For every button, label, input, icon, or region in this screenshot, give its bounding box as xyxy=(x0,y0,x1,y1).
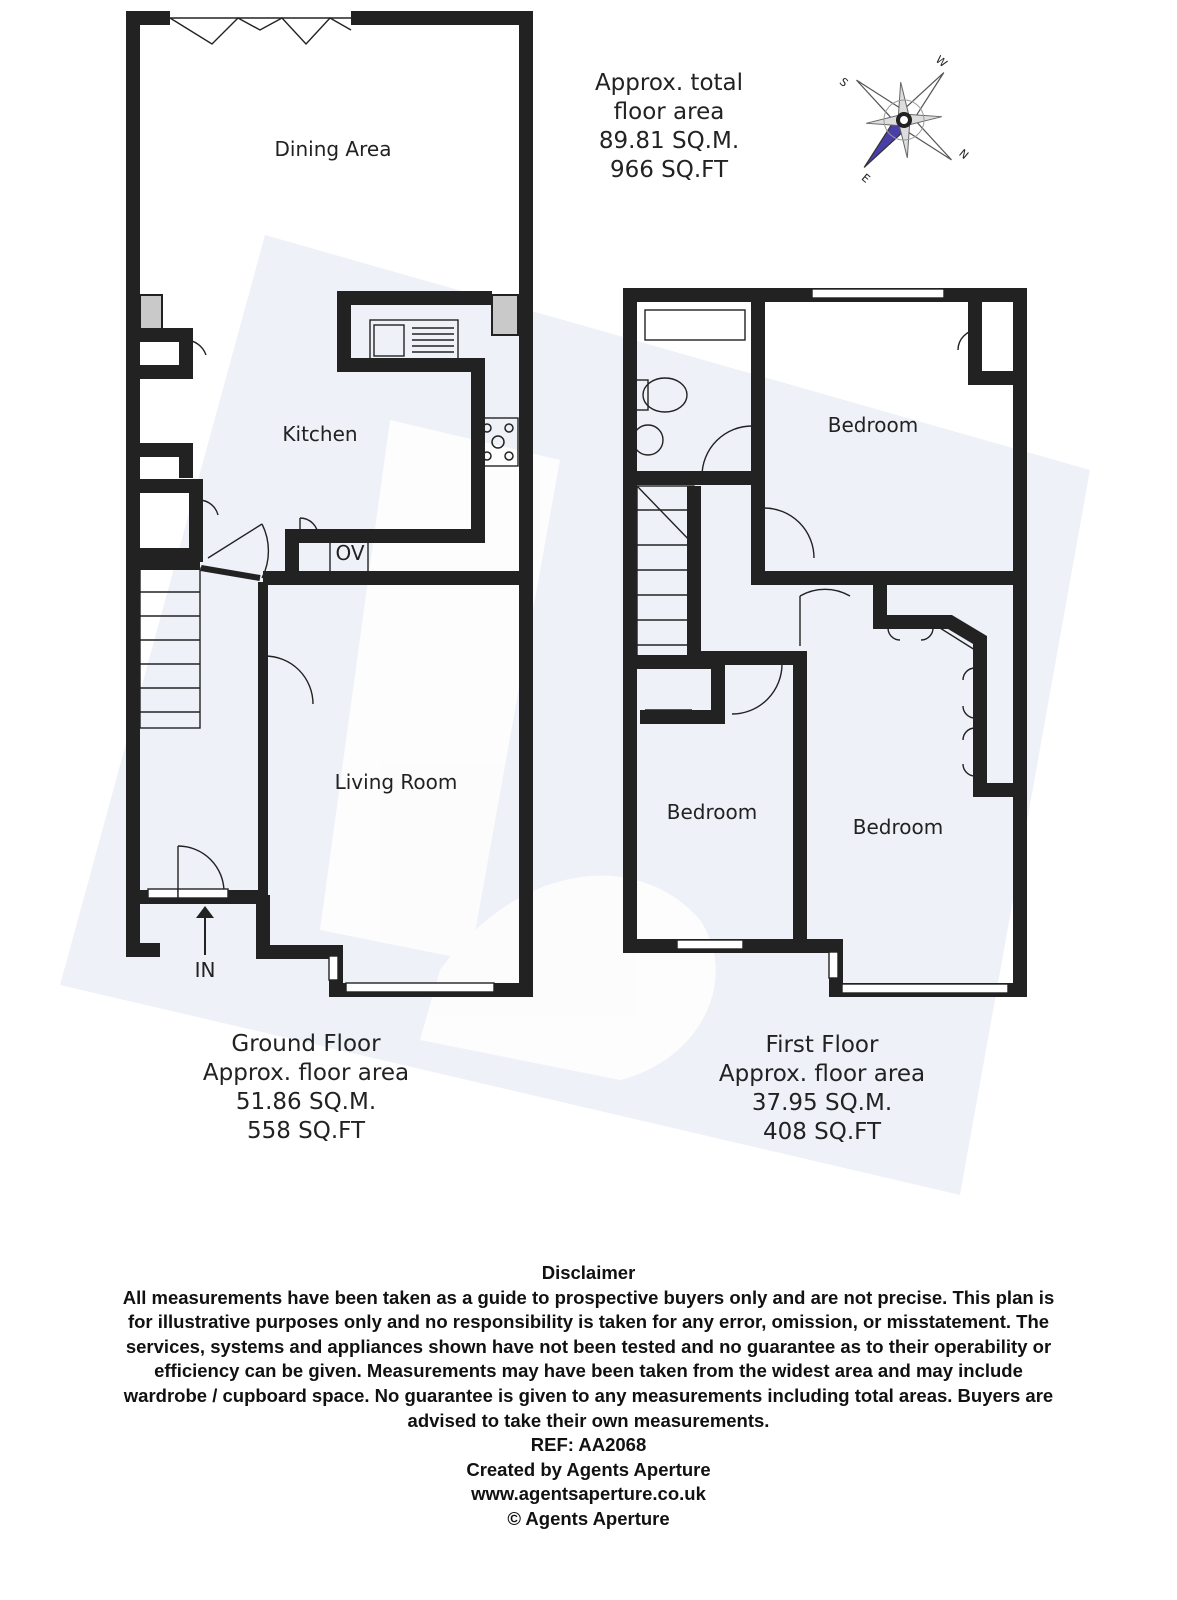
svg-text:51.86 SQ.M.: 51.86 SQ.M. xyxy=(236,1089,376,1115)
disclaimer-line: wardrobe / cupboard space. No guarantee … xyxy=(123,1384,1054,1406)
watermark-logo-inner xyxy=(320,420,716,1080)
disclaimer-line: advised to take their own measurements. xyxy=(407,1409,770,1431)
svg-text:floor area: floor area xyxy=(614,99,725,125)
svg-text:Ground Floor: Ground Floor xyxy=(231,1031,381,1057)
svg-text:558 SQ.FT: 558 SQ.FT xyxy=(247,1118,366,1144)
svg-text:966 SQ.FT: 966 SQ.FT xyxy=(610,157,729,183)
compass-icon: W N E S xyxy=(837,53,971,185)
disclaimer: Disclaimer All measurements have been ta… xyxy=(20,1261,1157,1532)
kitchen-label: Kitchen xyxy=(282,422,357,446)
ground-floor-area: Ground Floor Approx. floor area 51.86 SQ… xyxy=(203,1031,409,1144)
bedroom-3-label: Bedroom xyxy=(853,815,943,839)
living-room-label: Living Room xyxy=(335,770,458,794)
reference: REF: AA2068 xyxy=(530,1434,647,1456)
svg-text:Approx. floor area: Approx. floor area xyxy=(719,1061,925,1087)
website-link[interactable]: www.agentsaperture.co.uk xyxy=(471,1483,706,1505)
svg-text:First Floor: First Floor xyxy=(766,1032,879,1058)
disclaimer-line: services, systems and appliances shown h… xyxy=(125,1335,1052,1357)
compass-n: N xyxy=(956,147,971,162)
svg-text:Approx. total: Approx. total xyxy=(595,70,743,96)
svg-text:Approx. floor area: Approx. floor area xyxy=(203,1060,409,1086)
created-by: Created by Agents Aperture xyxy=(466,1458,711,1480)
oven-label: OV xyxy=(335,541,364,565)
bedroom-2-label: Bedroom xyxy=(667,800,757,824)
first-floor-area: First Floor Approx. floor area 37.95 SQ.… xyxy=(719,1032,925,1145)
svg-text:89.81 SQ.M.: 89.81 SQ.M. xyxy=(599,128,739,154)
compass-e: E xyxy=(859,171,873,185)
first-floor-plan xyxy=(623,288,1027,997)
entrance-label: IN xyxy=(195,958,216,982)
compass-s: S xyxy=(837,75,851,89)
ground-floor-plan xyxy=(126,11,533,997)
bedroom-1-label: Bedroom xyxy=(828,413,918,437)
disclaimer-line: efficiency can be given. Measurements ma… xyxy=(154,1360,1023,1382)
disclaimer-line: for illustrative purposes only and no re… xyxy=(127,1311,1050,1333)
svg-text:408 SQ.FT: 408 SQ.FT xyxy=(763,1119,882,1145)
disclaimer-line: All measurements have been taken as a gu… xyxy=(122,1286,1055,1308)
copyright: © Agents Aperture xyxy=(507,1507,670,1529)
svg-text:37.95 SQ.M.: 37.95 SQ.M. xyxy=(752,1090,892,1116)
total-area: Approx. total floor area 89.81 SQ.M. 966… xyxy=(595,70,743,183)
dining-area-label: Dining Area xyxy=(275,137,392,161)
compass-w: W xyxy=(933,53,950,70)
disclaimer-heading: Disclaimer xyxy=(541,1262,636,1283)
